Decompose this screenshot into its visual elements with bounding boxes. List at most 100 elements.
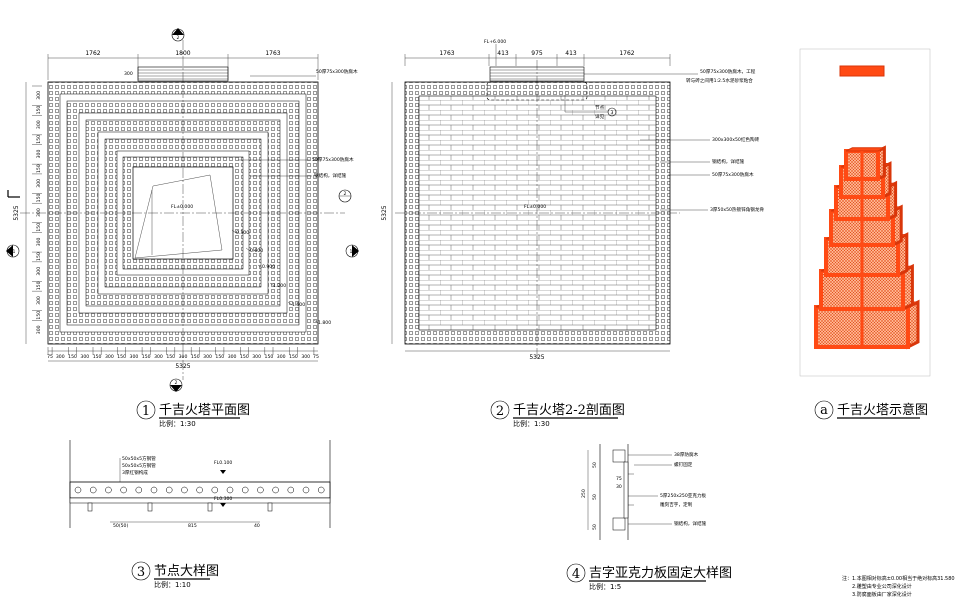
plan-bottom-dim: 150 [142, 354, 151, 360]
plan-top-marker[interactable]: 2 [171, 28, 185, 42]
plan-step-level-5: 1.500 [292, 302, 305, 308]
node-bolt-hole [135, 486, 143, 494]
plan-bottom-dim: 75 [313, 354, 319, 360]
tower-cap [839, 65, 885, 77]
plan-left-dim: 300 [36, 296, 42, 305]
node-bolt [147, 502, 153, 512]
plan-left-dim: 150 [36, 106, 42, 115]
node-level-2: FL0.300 [214, 496, 232, 502]
node-dim-3: 40 [254, 523, 260, 529]
section-top-level: FL+6.000 [484, 39, 506, 45]
plan-left-dim: 300 [36, 150, 42, 159]
plan-title-number: 1 [142, 404, 150, 419]
acrylic-title: 吉字亚克力板固定大样图 [589, 566, 732, 581]
acrylic-label-1: 38厚防腐木 [674, 451, 699, 458]
plan-bottom-dim: 150 [117, 354, 126, 360]
plan-left-dim: 150 [36, 194, 42, 203]
section-annotation-5: 50厚75x300防腐木 [712, 171, 754, 178]
plan-bottom-dim: 150 [68, 354, 77, 360]
plan-bottom-dim: 300 [301, 354, 310, 360]
node-bolt-hole [105, 486, 112, 494]
acrylic-label-3: 5厚250x250亚克力板 [660, 492, 707, 499]
note-2: 2.雕塑由专业公司深化设计 [852, 583, 912, 590]
general-notes: 注：1.本图相对标高±0.00相当于绝对标高31.580 2.雕塑由专业公司深化… [842, 575, 955, 598]
plan-bottom-dim: 150 [265, 354, 274, 360]
plan-left-dim: 150 [36, 252, 42, 261]
schematic-frame [799, 48, 931, 377]
node-bolt-hole [165, 486, 173, 494]
acrylic-scale: 比例：1:5 [589, 582, 621, 591]
acrylic-dim-1: 50 [592, 462, 598, 468]
plan-left-marker[interactable]: 1 [6, 244, 20, 258]
plan-left-dim: 300 [36, 120, 42, 129]
plan-left-total: 5325 [13, 205, 20, 220]
plan-left-marker-num: 1 [13, 249, 16, 255]
plan-title-block: 1 千吉火塔平面图 比例：1:30 [136, 400, 250, 428]
plan-left-dim: 150 [36, 281, 42, 290]
section-left-total: 5325 [381, 205, 388, 220]
node-bolt-hole [257, 486, 264, 494]
section-node-callout[interactable]: 3 节点 详见 [564, 95, 617, 120]
acrylic-dim-3: 30 [616, 484, 622, 490]
section-annotation-2: 转与砖之间用1:2.5水泥砂浆粘合 [686, 77, 753, 84]
plan-step-level-6: 1.800 [318, 320, 331, 326]
node-bolt [207, 502, 213, 512]
plan-bottom-dim: 300 [154, 354, 163, 360]
plan-right-marker[interactable]: 1 [345, 244, 359, 258]
node-bolt-hole [226, 486, 234, 494]
section-annotation-4: 钢结构，详结施 [712, 158, 745, 165]
plan-drawing: 1762 1800 1763 300 FL±0.000 0.30 [6, 28, 359, 392]
acrylic-label-5: 钢结构，详结施 [674, 520, 707, 527]
acrylic-dim-6: 50 [592, 524, 598, 530]
plan-bottom-dim: 150 [240, 354, 249, 360]
section-title-number: 2 [496, 404, 504, 419]
section-annotations: 50厚75x300防腐木，工程 转与砖之间用1:2.5水泥砂浆粘合 300x30… [584, 68, 764, 213]
plan-left-dim: 150 [36, 223, 42, 232]
node-bolt-hole [272, 486, 279, 494]
plan-label-2: 50厚75x300防腐木 [312, 156, 354, 163]
node-bolt-hole [241, 486, 249, 494]
section-scale: 比例：1:30 [513, 419, 550, 428]
plan-bottom-dim: 150 [93, 354, 102, 360]
section-drawing: FL+6.000 1763 413 975 413 1762 FL±0.000 … [381, 39, 764, 361]
acrylic-label-2: 螺钉固定 [674, 461, 693, 468]
plan-step-levels: 0.300 0.600 0.900 1.200 1.500 1.800 [231, 229, 331, 326]
plan-top-dim-3: 1763 [265, 50, 280, 57]
acrylic-dim-4: 250 [581, 489, 587, 498]
plan-bottom-dim: 300 [80, 354, 89, 360]
plan-center-level: FL±0.000 [171, 204, 193, 210]
plan-left-dim: 300 [36, 91, 42, 100]
plan-bottom-marker[interactable]: 2 [169, 378, 183, 392]
schematic-title: 千吉火塔示意图 [837, 402, 928, 418]
section-top-dim-1: 1763 [439, 50, 454, 57]
plan-left-dim: 300 [36, 179, 42, 188]
plan-bottom-marker-num: 2 [175, 380, 178, 386]
plan-bottom-total: 5325 [175, 363, 190, 370]
node-title: 节点大样图 [154, 564, 219, 579]
section-top-dim-2: 413 [497, 50, 509, 57]
plan-bottom-dim: 150 [191, 354, 200, 360]
plan-300-label: 300 [124, 71, 133, 77]
plan-left-dim: 150 [36, 164, 42, 173]
plan-bottom-dim: 150 [166, 354, 175, 360]
node-label-2: 50x50x5方钢管 [122, 462, 156, 469]
tower-tier [844, 145, 886, 182]
node-bolt [267, 502, 273, 512]
plan-bottom-dim: 300 [130, 354, 139, 360]
plan-left-dim: 150 [36, 311, 42, 320]
node-bolt-holes [74, 486, 325, 494]
node-label-1: 50x50x5方钢管 [122, 455, 156, 462]
plan-right-marker-num: 1 [350, 249, 353, 255]
plan-bottom-dim: 300 [203, 354, 212, 360]
plan-scale: 比例：1:30 [159, 419, 196, 428]
plan-label-3: 钢结构，详结施 [314, 172, 347, 179]
node-dim-1: 50(50) [113, 523, 128, 529]
acrylic-dim-2: 75 [616, 476, 622, 482]
plan-step-level-2: 0.600 [250, 248, 263, 254]
acrylic-title-block: 4 吉字亚克力板固定大样图 比例：1:5 [566, 563, 732, 591]
plan-left-dim: 300 [36, 208, 42, 217]
section-bottom-total: 5325 [529, 354, 544, 361]
plan-side-marker[interactable]: 2 [338, 189, 352, 203]
schematic-title-letter: a [820, 403, 828, 418]
plan-bottom-dim: 75 [47, 354, 53, 360]
